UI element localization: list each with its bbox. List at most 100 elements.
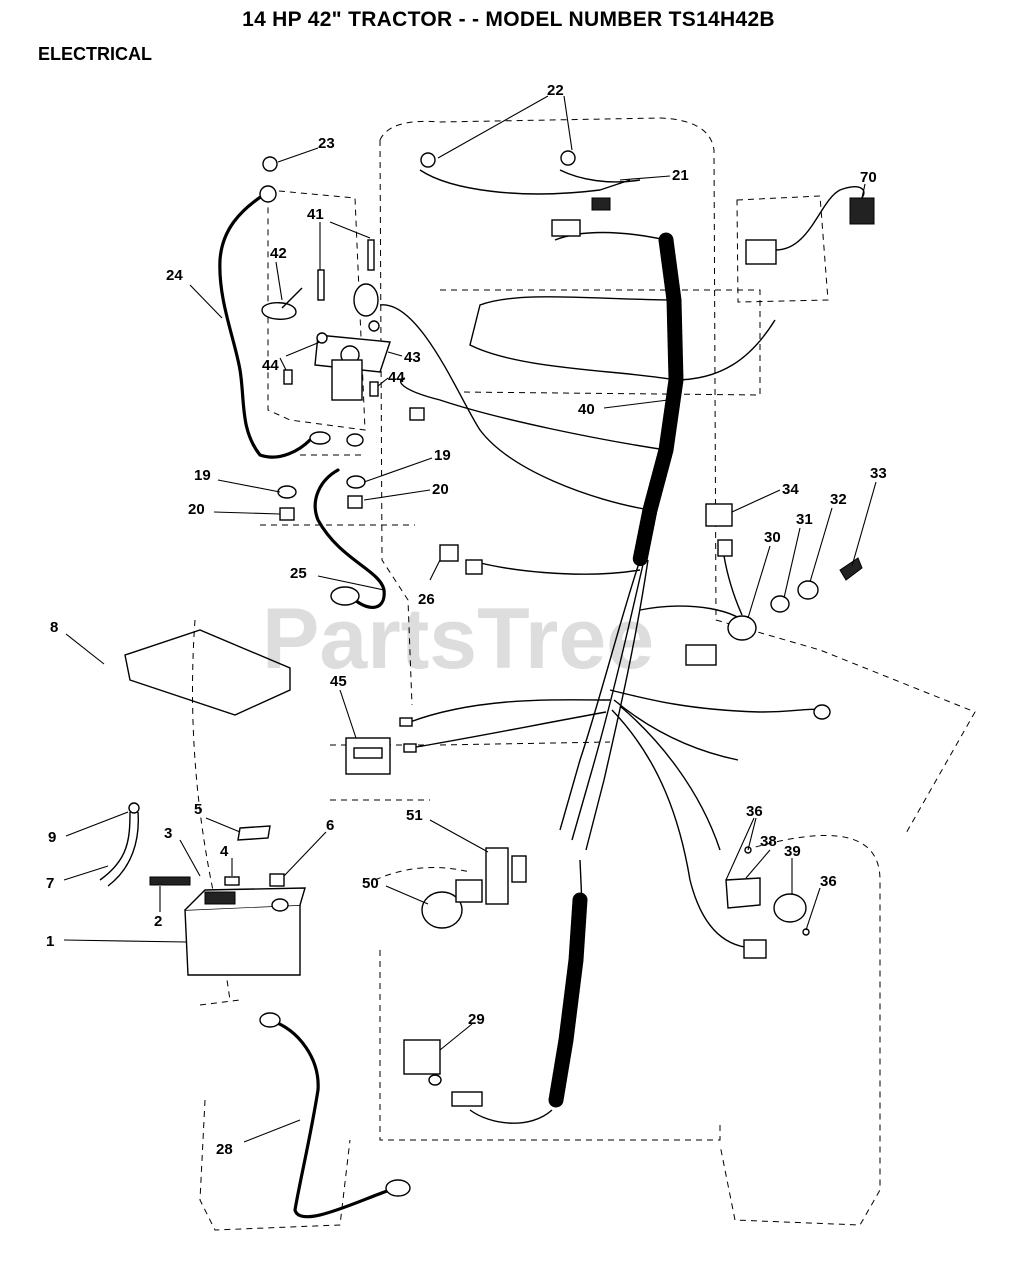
callout-9[interactable]: 9 — [48, 829, 56, 846]
nut-31-icon — [770, 595, 790, 613]
callout-28[interactable]: 28 — [216, 1141, 233, 1158]
callout-41[interactable]: 41 — [307, 206, 324, 223]
callout-1[interactable]: 1 — [46, 933, 54, 950]
callout-70[interactable]: 70 — [860, 169, 877, 186]
battery-tray-8[interactable] — [124, 629, 291, 716]
harness-branch-lights — [554, 231, 667, 241]
callout-20-right[interactable]: 20 — [432, 481, 449, 498]
callout-51[interactable]: 51 — [406, 807, 423, 824]
callout-23[interactable]: 23 — [318, 135, 335, 152]
callout-45[interactable]: 45 — [330, 673, 347, 690]
connector-70[interactable] — [745, 186, 875, 265]
strap-5-icon — [237, 825, 271, 841]
bolt-41-right-icon — [367, 239, 375, 271]
connector-26-icon[interactable] — [439, 544, 459, 562]
callout-20-left[interactable]: 20 — [188, 501, 205, 518]
key-33-icon[interactable] — [839, 557, 863, 581]
callout-3[interactable]: 3 — [164, 825, 172, 842]
callout-19-left[interactable]: 19 — [194, 467, 211, 484]
callout-7[interactable]: 7 — [46, 875, 54, 892]
ground-eyelet-icon — [813, 704, 831, 720]
terminal-icon — [399, 717, 413, 727]
callout-2[interactable]: 2 — [154, 913, 162, 930]
cable-24-solenoid-terminal-icon — [309, 431, 331, 445]
callout-31[interactable]: 31 — [796, 511, 813, 528]
bolt-41-left-icon — [317, 269, 325, 301]
callout-38[interactable]: 38 — [760, 833, 777, 850]
cable-28-top-terminal-icon — [259, 1012, 281, 1028]
cable-24-terminal-icon — [259, 185, 277, 203]
battery-body-icon — [184, 904, 301, 976]
section-label: ELECTRICAL — [38, 44, 152, 64]
callout-36-top[interactable]: 36 — [746, 803, 763, 820]
battery-cable-7-icon — [99, 811, 139, 887]
callout-8[interactable]: 8 — [50, 619, 58, 636]
relay-34-icon[interactable] — [705, 503, 733, 527]
nut-20-left-icon — [279, 507, 295, 521]
frame-outline-upper — [440, 289, 761, 396]
callout-24[interactable]: 24 — [166, 267, 183, 284]
harness-branch-rear-2 — [619, 705, 721, 851]
solenoid-terminal-icon — [346, 433, 364, 447]
relay-plug-icon — [717, 539, 733, 557]
solenoid-cap-icon — [353, 283, 379, 317]
hour-meter-display-icon — [353, 747, 383, 759]
harness-loom-lower — [548, 892, 588, 1108]
engine-outline — [267, 189, 366, 431]
cable-24[interactable] — [218, 192, 312, 459]
callout-44-left[interactable]: 44 — [262, 357, 279, 374]
seat-switch-29-icon[interactable] — [403, 1039, 441, 1075]
callout-labels: 22 23 21 70 41 42 24 44 43 44 40 19 19 2… — [46, 82, 887, 1158]
callout-4[interactable]: 4 — [220, 843, 229, 860]
callout-40[interactable]: 40 — [578, 401, 595, 418]
washer-2-icon — [368, 320, 380, 332]
callout-36-bottom[interactable]: 36 — [820, 873, 837, 890]
callout-5[interactable]: 5 — [194, 801, 202, 818]
callout-42[interactable]: 42 — [270, 245, 287, 262]
callout-32[interactable]: 32 — [830, 491, 847, 508]
callout-25[interactable]: 25 — [290, 565, 307, 582]
pto-knob-50-icon[interactable] — [421, 891, 463, 929]
dash-panel-outline — [736, 195, 829, 303]
cable-25[interactable] — [313, 468, 386, 609]
relay-wire — [723, 555, 743, 616]
ignition-switch-30-icon[interactable] — [727, 615, 757, 641]
callout-44-right[interactable]: 44 — [388, 369, 405, 386]
battery-1[interactable] — [184, 887, 306, 976]
nut-4-icon — [224, 876, 240, 886]
switch-51-icon[interactable] — [485, 847, 509, 905]
callout-39[interactable]: 39 — [784, 843, 801, 860]
washer-32-icon — [797, 580, 819, 600]
solenoid-assembly[interactable] — [261, 239, 391, 401]
solenoid-body-icon — [331, 359, 363, 401]
callout-26[interactable]: 26 — [418, 591, 435, 608]
nut-44-left-icon — [283, 369, 293, 385]
callout-30[interactable]: 30 — [764, 529, 781, 546]
callout-19-right[interactable]: 19 — [434, 447, 451, 464]
boot-23-icon — [262, 156, 278, 172]
harness-junction-icon — [685, 644, 717, 666]
callout-21[interactable]: 21 — [672, 167, 689, 184]
seat-base-outline — [374, 867, 721, 1141]
harness-branch-ground — [609, 689, 823, 713]
cover-6-icon — [269, 873, 285, 887]
switch-39-icon[interactable] — [773, 893, 807, 923]
cable-25-terminal-icon — [330, 586, 360, 606]
cable-28[interactable] — [268, 1018, 392, 1219]
bracket-38-icon[interactable] — [725, 877, 761, 909]
callout-34[interactable]: 34 — [782, 481, 799, 498]
switch-51-plug-icon — [511, 855, 527, 883]
callout-43[interactable]: 43 — [404, 349, 421, 366]
harness-branch-left — [409, 699, 611, 723]
callout-33[interactable]: 33 — [870, 465, 887, 482]
callout-22[interactable]: 22 — [547, 82, 564, 99]
battery-terminal-icon — [204, 891, 236, 905]
harness-branch-left-2 — [409, 711, 607, 749]
headlight-harness-21[interactable] — [419, 150, 641, 237]
callout-6[interactable]: 6 — [326, 817, 334, 834]
harness-branch-starter — [379, 304, 651, 511]
harness-connector-icon — [591, 197, 611, 211]
callout-50[interactable]: 50 — [362, 875, 379, 892]
callout-29[interactable]: 29 — [468, 1011, 485, 1028]
